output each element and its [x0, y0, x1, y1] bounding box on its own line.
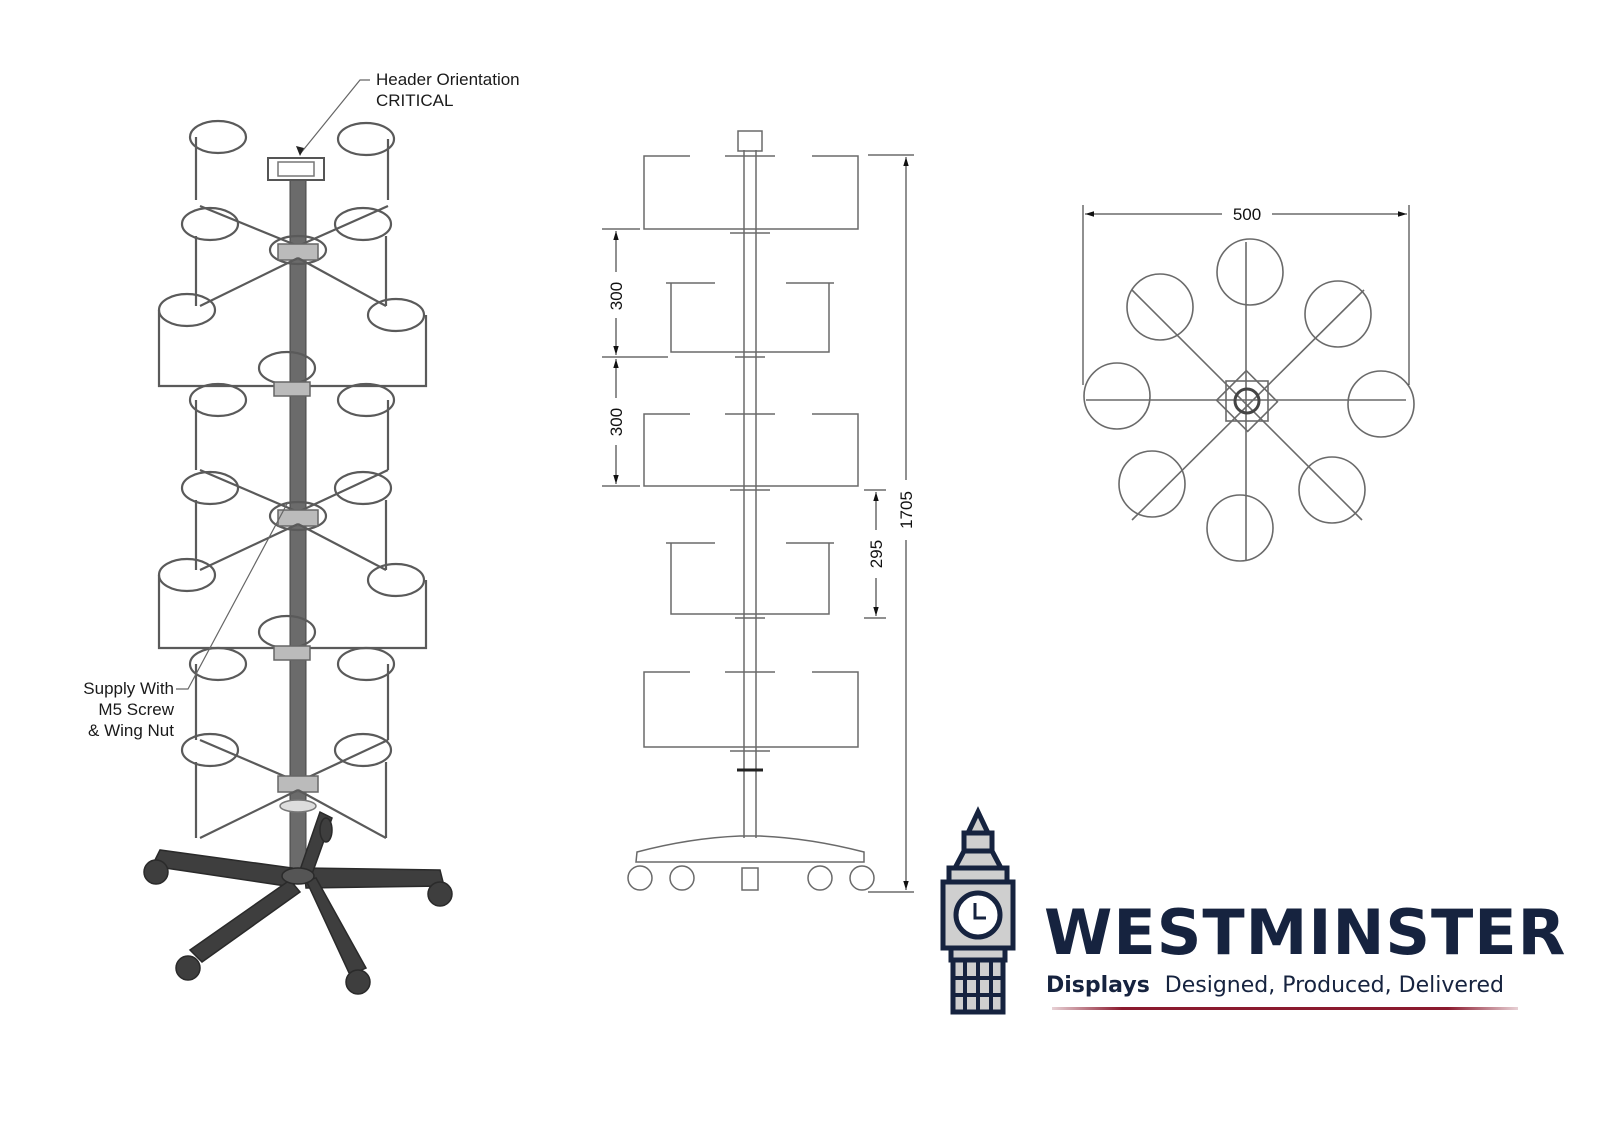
tagline-text: Designed, Produced, Delivered — [1164, 973, 1504, 998]
tagline-displays: Displays — [1046, 973, 1150, 998]
big-ben-icon — [940, 806, 1016, 1015]
supply-with-line1: Supply With — [83, 679, 174, 698]
header-orientation-note: Header Orientation CRITICAL — [376, 69, 520, 111]
front-dimension-labels: 300 300 295 1705 — [607, 282, 916, 568]
dim-tier-spacing-2: 300 — [607, 408, 626, 436]
plan-view — [1082, 205, 1415, 562]
castor-base — [143, 810, 453, 995]
supply-with-line3: & Wing Nut — [88, 721, 174, 740]
dim-overall-width: 500 — [1233, 205, 1261, 224]
dim-tier-spacing-3: 295 — [867, 540, 886, 568]
isometric-view — [143, 79, 453, 995]
brand-tagline: Displays Designed, Produced, Delivered — [1046, 975, 1504, 997]
header-orientation-line2: CRITICAL — [376, 91, 454, 110]
dim-tier-spacing-1: 300 — [607, 282, 626, 310]
brand-wordmark: WESTMINSTER — [1044, 896, 1567, 969]
brand-underline — [1052, 1007, 1518, 1010]
header-orientation-line1: Header Orientation — [376, 70, 520, 89]
dim-overall-height: 1705 — [897, 491, 916, 529]
header-holder — [267, 157, 325, 181]
supply-with-line2: M5 Screw — [98, 700, 174, 719]
supply-with-note: Supply With M5 Screw & Wing Nut — [56, 678, 174, 741]
front-elevation-view — [602, 130, 914, 893]
